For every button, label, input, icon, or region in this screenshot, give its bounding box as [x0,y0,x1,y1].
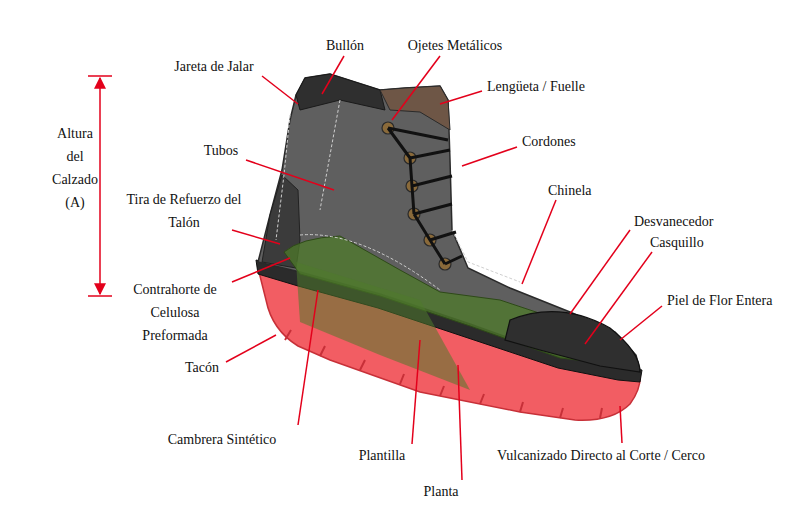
collar [296,74,385,110]
part-label: Tubos [204,139,239,162]
part-label: Bullón [326,34,364,57]
part-label: Cambrera Sintético [168,428,276,451]
part-label: Plantilla [359,444,406,467]
part-label: Cordones [522,130,576,153]
part-label: Jareta de Jalar [174,55,253,78]
laces [388,128,462,264]
part-label: Lengüeta / Fuelle [487,75,585,98]
part-label: Chinela [548,179,592,202]
part-label: Tacón [185,356,219,379]
part-label: Ojetes Metálicos [408,34,502,57]
dimension-label: Altura del Calzado (A) [50,122,100,214]
part-label: Tira de Refuerzo del Talón [122,188,247,234]
part-label: Planta [424,480,459,503]
eyelets [382,122,451,270]
part-label: Piel de Flor Entera [667,289,772,312]
part-label: Contrahorte de Celulosa Preformada [121,278,229,347]
part-label: Desvanecedor [634,210,713,233]
toe-cap [505,312,640,372]
stitching [276,100,520,290]
part-label: Casquillo [650,231,704,254]
insole-body [296,262,470,390]
part-label: Vulcanizado Directo al Corte / Cerco [497,444,705,467]
leader-lines [226,56,662,480]
